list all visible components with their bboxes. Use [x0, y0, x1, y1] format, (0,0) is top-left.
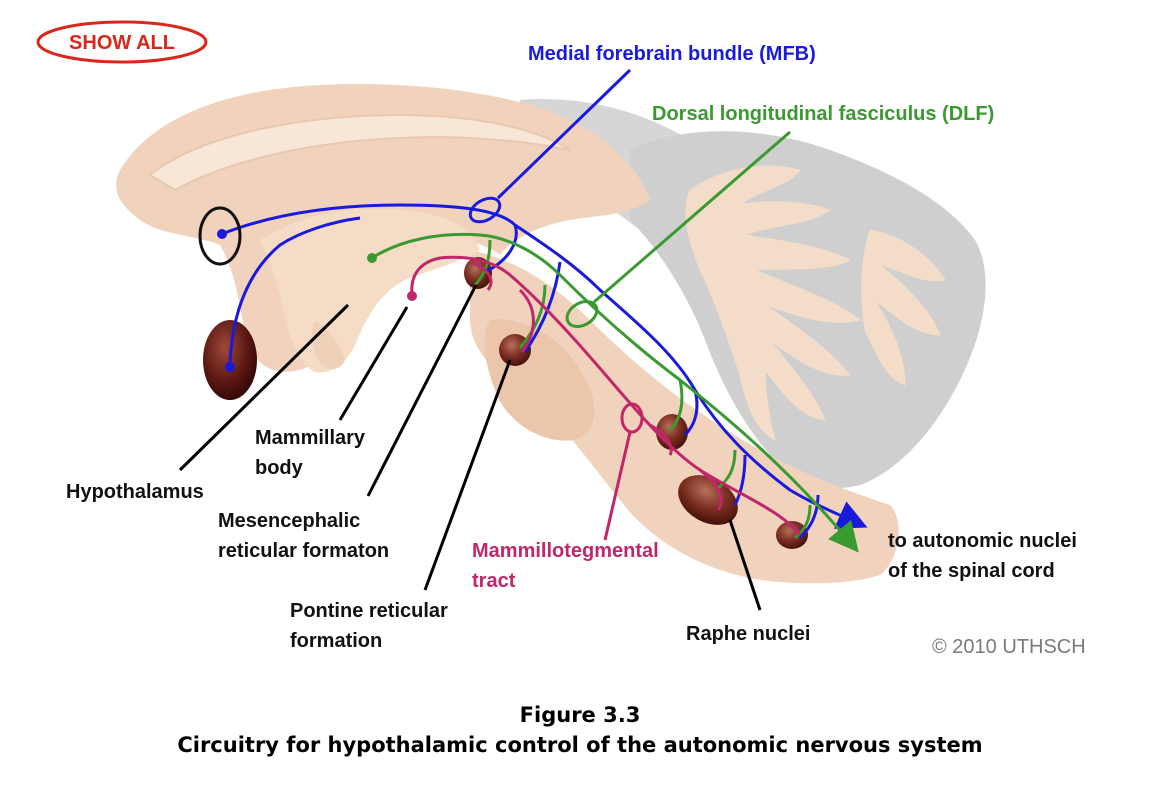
show-all-button[interactable]: SHOW ALL — [36, 20, 208, 64]
corpus-callosum — [148, 113, 571, 192]
mfb-label: Medial forebrain bundle (MFB) — [528, 43, 816, 65]
copyright-text: © 2010 UTHSCH — [932, 636, 1086, 658]
mammillary-label-line1: Mammillary — [255, 427, 366, 449]
brainstem — [470, 250, 899, 584]
mammillotegmental-label-line2: tract — [472, 570, 516, 592]
mesencephalic-label-line1: Mesencephalic — [218, 510, 360, 532]
pontine-leader — [423, 359, 512, 591]
dlf-origin-dot — [367, 253, 377, 263]
hypothalamus-leader — [178, 303, 350, 472]
autonomic-label-line2: of the spinal cord — [888, 560, 1055, 582]
figure-title: Circuitry for hypothalamic control of th… — [177, 733, 982, 757]
show-all-label: SHOW ALL — [69, 32, 175, 54]
figure-number: Figure 3.3 — [520, 703, 641, 727]
raphe-label: Raphe nuclei — [686, 623, 810, 645]
mesencephalic-nucleus — [464, 257, 492, 289]
mfb-callout-ellipse — [468, 196, 502, 224]
hypothalamus-marker-ellipse — [198, 206, 242, 266]
raphe-leader — [728, 519, 762, 611]
mfb-leader-line — [496, 68, 632, 200]
label-leaders — [178, 284, 762, 611]
mt-callout-ellipse — [620, 402, 644, 434]
mt-leader-line — [603, 431, 632, 541]
mfb-origin-dot — [217, 229, 227, 239]
mesencephalic-leader — [366, 284, 478, 497]
autonomic-label-line1: to autonomic nuclei — [888, 530, 1077, 552]
dlf-leader-line — [593, 130, 791, 304]
mesencephalic-label-line2: reticular formaton — [218, 540, 389, 562]
mt-origin-dot — [407, 291, 417, 301]
mammillary-leader — [338, 306, 409, 421]
dlf-callout-ellipse — [565, 300, 599, 328]
medullary-nucleus — [776, 521, 808, 549]
hypothalamus-label: Hypothalamus — [66, 481, 204, 503]
dlf-label: Dorsal longitudinal fasciculus (DLF) — [652, 103, 994, 125]
mammillary-label-line2: body — [255, 457, 304, 479]
cerebellum-folia — [685, 165, 946, 441]
raphe-nucleus — [678, 475, 738, 525]
mammillotegmental-label-line1: Mammillotegmental — [472, 540, 659, 562]
pontine-label-line2: formation — [290, 630, 382, 652]
mammillotegmental-pathway — [410, 255, 802, 536]
mfb-pituitary-dot — [225, 362, 235, 372]
pontine-label-line1: Pontine reticular — [290, 600, 448, 622]
